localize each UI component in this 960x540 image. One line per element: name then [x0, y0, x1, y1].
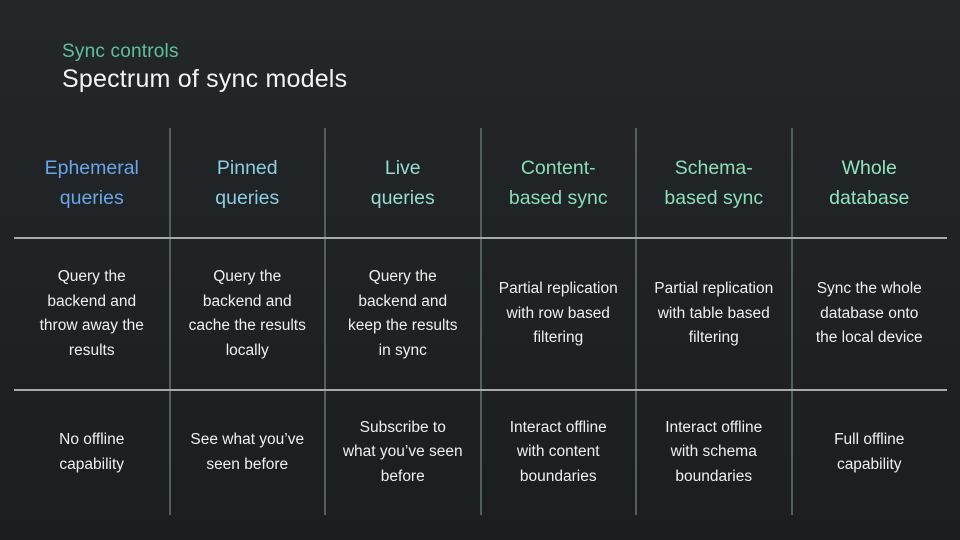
- offline-capability-whole-database: Full offline capability: [834, 431, 905, 473]
- description-content-based-sync: Partial replication with row based filte…: [498, 280, 618, 347]
- column-divider-4: [635, 128, 637, 515]
- sync-models-table: Ephemeral queries Pinned queries Live qu…: [14, 128, 947, 515]
- row-divider-1: [14, 237, 947, 239]
- column-header-whole-database: Whole database: [829, 157, 910, 209]
- offline-capability-live-queries: Subscribe to what you’ve seen before: [342, 418, 463, 485]
- description-ephemeral-queries: Query the backend and throw away the res…: [39, 268, 144, 359]
- offline-capability-ephemeral-queries: No offline capability: [59, 431, 125, 473]
- column-header-live-queries: Live queries: [370, 157, 435, 209]
- column-header-content-based-sync: Content- based sync: [508, 157, 608, 209]
- column-header-pinned-queries: Pinned queries: [215, 157, 280, 209]
- column-header-ephemeral-queries: Ephemeral queries: [44, 157, 139, 209]
- description-whole-database: Sync the whole database onto the local d…: [815, 280, 923, 347]
- slide-eyebrow: Sync controls: [62, 41, 179, 62]
- offline-capability-content-based-sync: Interact offline with content boundaries: [509, 418, 607, 485]
- column-divider-3: [479, 128, 482, 515]
- offline-capability-pinned-queries: See what you’ve seen before: [190, 431, 305, 473]
- column-divider-5: [790, 128, 793, 515]
- offline-capability-schema-based-sync: Interact offline with schema boundaries: [665, 418, 763, 485]
- description-pinned-queries: Query the backend and cache the results …: [188, 268, 306, 359]
- title-block: Sync controls Spectrum of sync models: [62, 39, 347, 95]
- description-live-queries: Query the backend and keep the results i…: [348, 268, 458, 359]
- slide-title: Spectrum of sync models: [62, 65, 348, 93]
- description-schema-based-sync: Partial replication with table based fil…: [654, 280, 774, 347]
- column-divider-1: [168, 128, 171, 515]
- column-header-schema-based-sync: Schema- based sync: [664, 157, 764, 209]
- row-divider-2: [14, 389, 947, 391]
- column-divider-2: [324, 128, 326, 515]
